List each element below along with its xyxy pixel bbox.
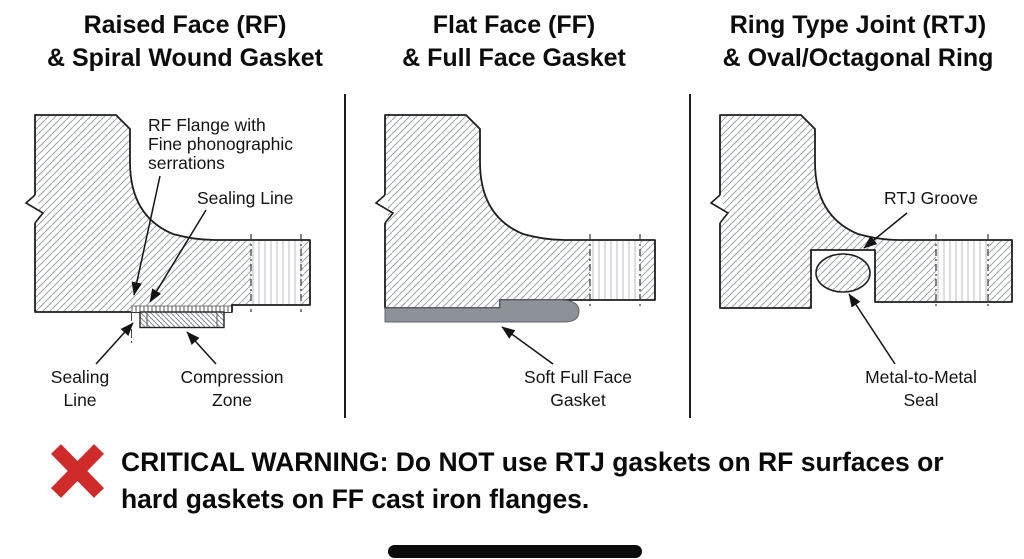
panel-title-rf-line1: Raised Face (RF) (83, 11, 287, 39)
rf-sealing-upper-arrow (149, 209, 207, 303)
rf-sealing-line-lower-label-1: Sealing (51, 367, 109, 387)
rf-note-line3: serrations (148, 153, 225, 173)
rf-compression-zone-label-1: Compression (180, 367, 283, 387)
warning-text: CRITICAL WARNING: Do NOT use RTJ gaskets… (121, 444, 944, 518)
ff-diagram: Soft Full Face Gasket (374, 114, 656, 410)
panel-title-rf: Raised Face (RF) & Spiral Wound Gasket (15, 9, 355, 75)
rf-compression-zone-label-2: Zone (212, 390, 252, 410)
panel-title-rtj-line2: & Oval/Octagonal Ring (722, 44, 994, 72)
rtj-seal-label-1: Metal-to-Metal (865, 367, 977, 387)
rtj-pipe-break-icon (709, 194, 730, 224)
warning-line1: CRITICAL WARNING: Do NOT use RTJ gaskets… (121, 447, 944, 477)
panel-title-ff: Flat Face (FF) & Full Face Gasket (369, 9, 659, 75)
rf-flange-body (34, 114, 311, 313)
rf-note-line2: Fine phonographic (148, 134, 293, 154)
rtj-bolt-hole (936, 241, 988, 301)
rf-sealing-line-upper-label: Sealing Line (197, 188, 293, 208)
panel-title-ff-line2: & Full Face Gasket (402, 44, 626, 72)
ff-bolt-hole (590, 241, 640, 299)
rtj-groove-label: RTJ Groove (884, 188, 978, 208)
ff-gasket-arrow (501, 326, 554, 365)
panel-title-rtj-line1: Ring Type Joint (RTJ) (729, 11, 987, 39)
rf-serrated-face (131, 306, 231, 312)
panel-title-ff-line1: Flat Face (FF) (432, 11, 596, 39)
ff-full-face-gasket (384, 299, 580, 323)
rtj-oval-ring (815, 253, 871, 293)
rf-diagram: RF Flange with Fine phonographic serrati… (24, 114, 311, 410)
ff-pipe-break-icon (374, 194, 395, 224)
rtj-groove-arrow (863, 212, 908, 249)
panel-title-rf-line2: & Spiral Wound Gasket (47, 44, 323, 72)
rf-spiral-wound-gasket (139, 311, 225, 329)
rtj-seal-arrow (848, 293, 896, 365)
rf-note-arrow (131, 175, 161, 296)
rf-note-line1: RF Flange with (148, 115, 266, 135)
panel-title-rtj: Ring Type Joint (RTJ) & Oval/Octagonal R… (708, 9, 1008, 75)
rf-pipe-break-icon (24, 194, 45, 224)
rtj-diagram: RTJ Groove Metal-to-Metal Seal (709, 114, 1013, 410)
bottom-handle-bar (388, 545, 642, 558)
rf-sealing-lower-arrow (95, 322, 134, 365)
rf-bolt-hole (251, 241, 301, 304)
warning-line2: hard gaskets on FF cast iron flanges. (121, 484, 590, 514)
panel-divider-right (689, 94, 691, 418)
rtj-seal-label-2: Seal (903, 390, 938, 410)
rf-compression-arrow (186, 331, 217, 365)
panel-divider-left (344, 94, 346, 418)
ff-gasket-label-2: Gasket (550, 390, 606, 410)
ff-gasket-label-1: Soft Full Face (524, 367, 632, 387)
rf-sealing-line-lower-label-2: Line (63, 390, 96, 410)
red-x-icon (50, 444, 105, 498)
